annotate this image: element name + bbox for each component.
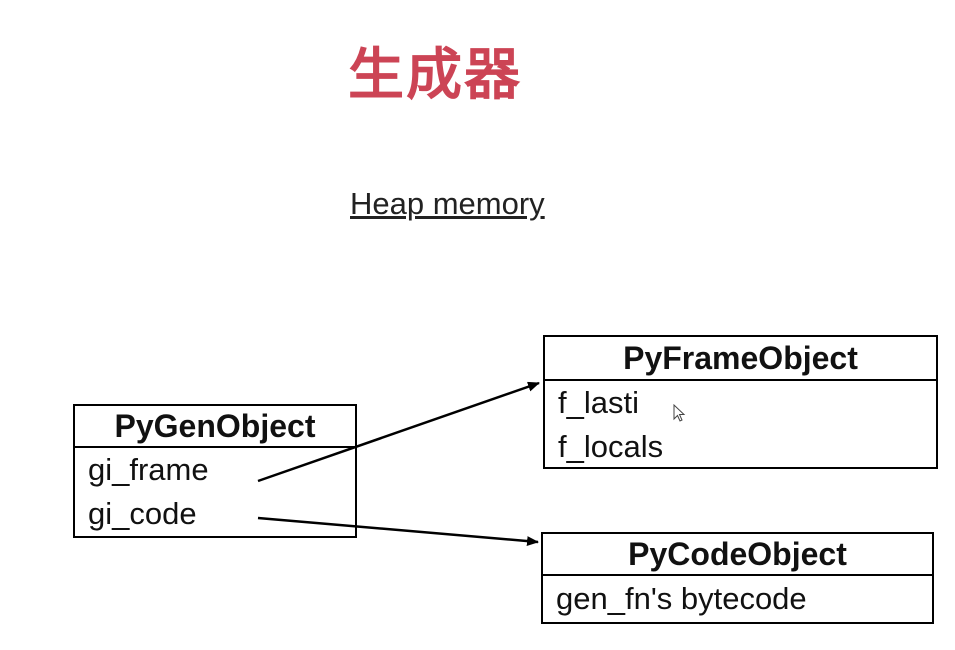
- heap-memory-label: Heap memory: [350, 186, 545, 221]
- gi-code-arrow: [257, 516, 539, 547]
- pyframeobject-box: PyFrameObject f_lasti f_locals: [543, 335, 938, 469]
- pycodeobject-header: PyCodeObject: [543, 534, 932, 576]
- gi-code-field: gi_code: [88, 496, 197, 531]
- mouse-cursor-icon: [673, 404, 686, 422]
- slide-title: 生成器: [348, 43, 522, 108]
- f-lasti-field: f_lasti: [558, 385, 639, 420]
- pygenobject-header: PyGenObject: [75, 406, 355, 448]
- pygenobject-box: PyGenObject gi_frame gi_code: [73, 404, 357, 538]
- f-locals-field: f_locals: [558, 429, 664, 464]
- bytecode-field: gen_fn's bytecode: [556, 581, 807, 616]
- gi-frame-arrow: [257, 381, 540, 483]
- pycodeobject-box: PyCodeObject gen_fn's bytecode: [541, 532, 934, 624]
- pyframeobject-header: PyFrameObject: [545, 337, 936, 381]
- gi-frame-field: gi_frame: [88, 452, 209, 487]
